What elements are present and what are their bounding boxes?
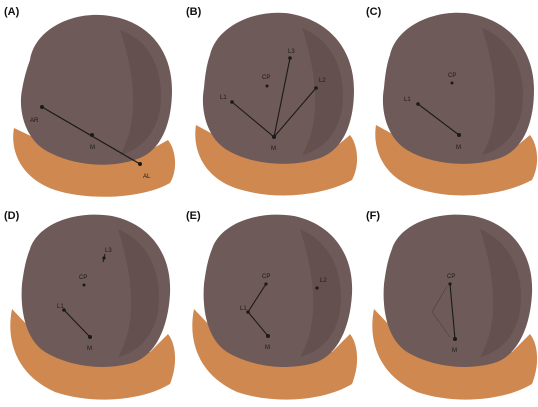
point-cp — [448, 282, 451, 285]
panel-label: (E) — [186, 210, 201, 222]
point-m — [90, 133, 94, 137]
panel-c: CP L1 M (C) — [362, 0, 538, 203]
label-l2: L2 — [320, 278, 327, 284]
label-l2: L2 — [319, 78, 326, 84]
panel-f: CP M (F) — [362, 204, 538, 407]
label-al: AL — [143, 174, 151, 180]
point-m — [272, 135, 276, 139]
point-l2 — [314, 86, 318, 90]
label-l3: L3 — [288, 49, 295, 55]
label-l1: L1 — [220, 95, 227, 101]
panel-label: (F) — [366, 210, 380, 222]
label-cp: CP — [79, 275, 87, 281]
point-l3 — [288, 56, 292, 60]
point-ar — [40, 105, 44, 109]
panel-label: (B) — [186, 6, 201, 18]
panel-d: L3 CP L1 M (D) — [0, 204, 179, 407]
label-ar: AR — [30, 118, 39, 124]
point-l1 — [246, 310, 250, 314]
label-m: M — [87, 346, 92, 352]
panel-a-image: AR M AL — [0, 0, 179, 203]
point-m — [266, 334, 270, 338]
label-cp: CP — [262, 274, 270, 280]
point-m — [88, 335, 92, 339]
point-al — [138, 162, 142, 166]
panel-d-image: L3 CP L1 M — [0, 204, 179, 407]
panel-label: (D) — [4, 210, 19, 222]
label-m: M — [90, 145, 95, 151]
panel-label: (C) — [366, 6, 381, 18]
point-m — [453, 337, 457, 341]
label-cp: CP — [447, 274, 455, 280]
panel-a: AR M AL (A) — [0, 0, 179, 203]
label-m: M — [265, 345, 270, 351]
point-l1 — [416, 102, 420, 106]
panel-c-image: CP L1 M — [362, 0, 538, 203]
label-l3: L3 — [105, 248, 112, 254]
panel-b-image: L3 CP L1 L2 M — [182, 0, 361, 203]
point-m — [457, 133, 461, 137]
point-l3 — [102, 256, 105, 259]
label-l1: L1 — [57, 304, 64, 310]
panel-e: CP L2 L1 M (E) — [182, 204, 361, 407]
panel-label: (A) — [4, 6, 19, 18]
label-cp: CP — [448, 73, 456, 79]
point-cp — [83, 284, 86, 287]
point-cp — [264, 282, 267, 285]
label-cp: CP — [262, 75, 270, 81]
panel-f-image: CP M — [362, 204, 538, 407]
point-l1 — [230, 100, 234, 104]
panel-b: L3 CP L1 L2 M (B) — [182, 0, 361, 203]
label-m: M — [452, 348, 457, 354]
label-m: M — [456, 145, 461, 151]
label-l1: L1 — [404, 97, 411, 103]
label-l1: L1 — [240, 306, 247, 312]
point-l2 — [315, 286, 318, 289]
label-m: M — [271, 146, 276, 152]
point-cp — [266, 85, 269, 88]
panel-e-image: CP L2 L1 M — [182, 204, 361, 407]
point-cp — [451, 82, 454, 85]
